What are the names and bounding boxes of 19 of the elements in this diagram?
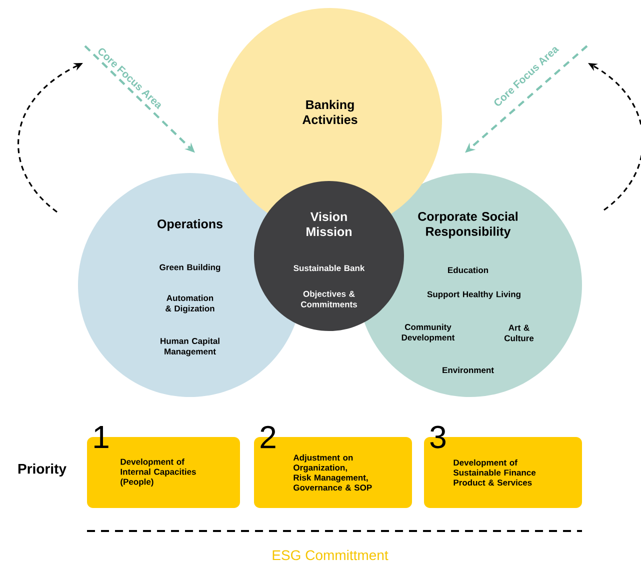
circle-item: Environment [442,366,494,374]
circle-item: Community Development [402,324,455,342]
priority-text: Development of Sustainable Finance Product & Services [453,459,536,486]
circle-item: Education [448,266,488,274]
circle-item: Human Capital Management [160,338,220,356]
circle-item: Art & Culture [504,324,534,342]
priority-label: Priority [18,463,66,477]
circle-item: Green Building [160,264,220,272]
circle-item: Sustainable Bank [294,264,365,272]
circle-title: Operations [158,219,222,231]
circle-item: Automation & Digization [166,294,214,314]
circle-item: Support Healthy Living [427,291,520,299]
circle-title: Banking Activities [302,100,358,124]
circle-title: Corporate Social Responsibility [418,212,518,238]
circle-item: Objectives & Commitments [301,290,357,308]
circle-title: Vision Mission [306,212,352,236]
priority-text: Development of Internal Capacities (People) [120,458,196,486]
footer-label: ESG Committment [272,550,388,560]
priority-text: Adjustment on Organization, Risk Management, Governance & SOP [293,454,372,491]
